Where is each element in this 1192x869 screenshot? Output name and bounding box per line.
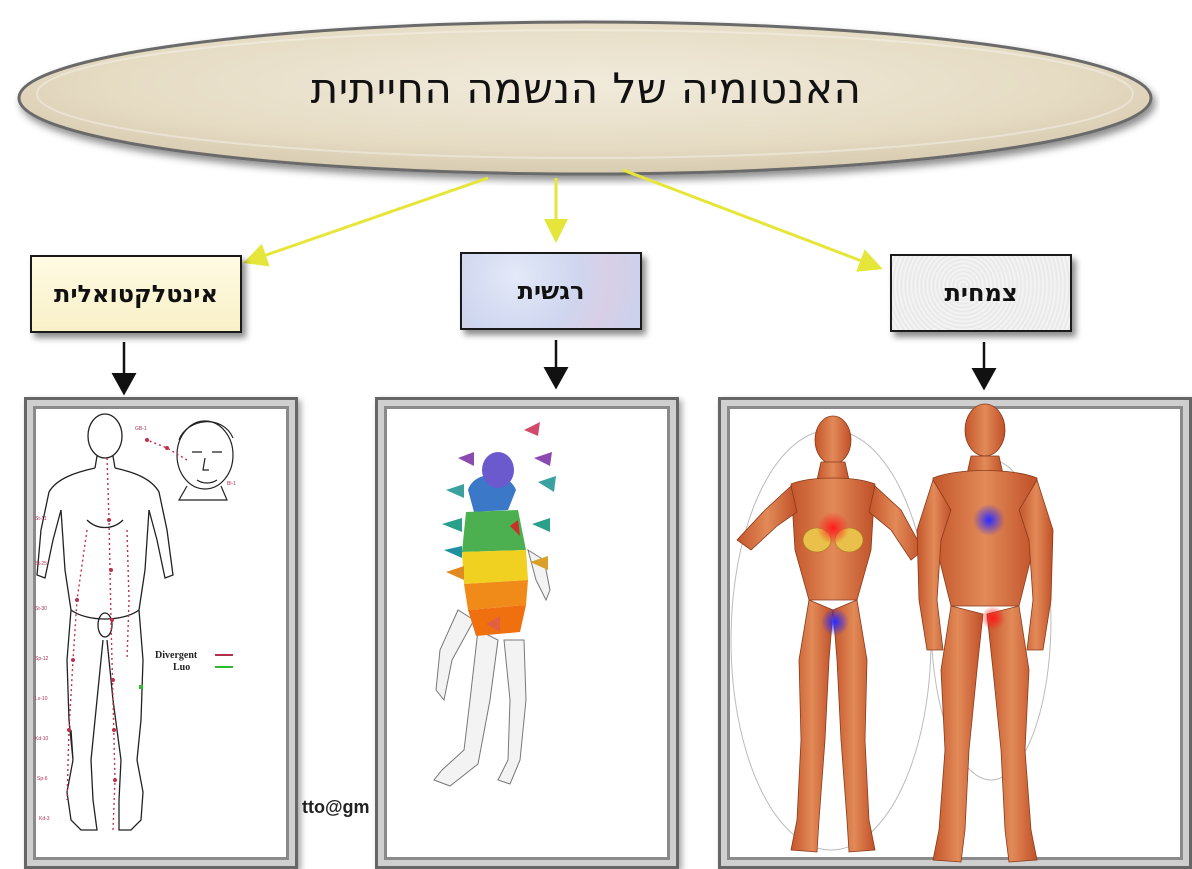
category-label-emotional: רגשית — [518, 277, 585, 305]
svg-text:Sp-6: Sp-6 — [37, 776, 48, 782]
svg-text:St-30: St-30 — [35, 606, 47, 612]
panel-muscle-figures — [718, 397, 1192, 869]
email-fragment: tto@gm — [302, 797, 370, 818]
svg-text:Sp-12: Sp-12 — [35, 656, 49, 662]
category-box-vegetative: צמחית — [890, 254, 1072, 332]
connector-to-vegetative — [623, 170, 880, 268]
svg-text:Kd-10: Kd-10 — [35, 736, 49, 742]
svg-text:St-25: St-25 — [35, 561, 47, 567]
category-box-intellectual: אינטלקטואלית — [30, 255, 242, 333]
legend-divergent: Divergent — [155, 650, 198, 661]
svg-text:Kd-3: Kd-3 — [39, 816, 50, 822]
muscle-figures-illustration — [721, 400, 1189, 866]
category-label-intellectual: אינטלקטואלית — [54, 280, 218, 308]
panel-chakra-figure — [375, 397, 679, 869]
svg-text:Bl-1: Bl-1 — [227, 481, 236, 487]
category-label-vegetative: צמחית — [945, 279, 1018, 307]
connector-to-intellectual — [246, 178, 488, 262]
category-box-emotional: רגשית — [460, 252, 642, 330]
svg-text:St-11: St-11 — [35, 516, 47, 522]
chakra-figure-illustration — [378, 400, 676, 866]
svg-text:GB-1: GB-1 — [135, 426, 147, 432]
legend-luo: Luo — [173, 662, 190, 673]
svg-text:Lv-10: Lv-10 — [35, 696, 48, 702]
